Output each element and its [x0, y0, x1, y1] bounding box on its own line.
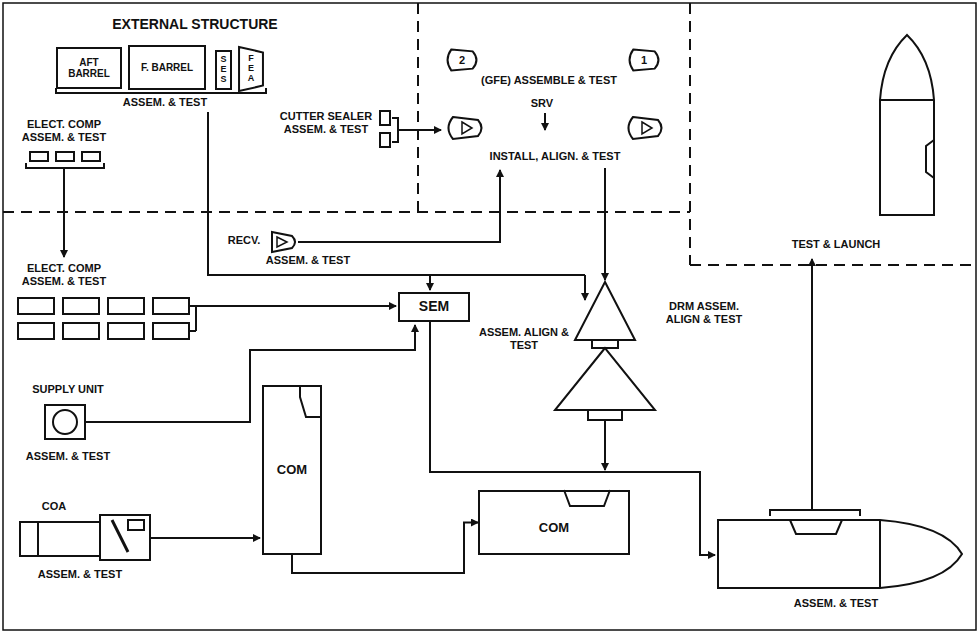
structure-section: FEA — [238, 46, 264, 92]
missile-vertical — [880, 35, 934, 215]
frame — [3, 3, 976, 630]
assembly-box: SES — [215, 50, 232, 90]
node-label: 2 — [459, 54, 465, 66]
assembly-box: SEM — [398, 292, 470, 322]
caption-label: ASSEM. & TEST — [12, 450, 124, 463]
node-label: FEA — [247, 54, 256, 84]
missile-horizontal — [718, 520, 962, 588]
caption-label: SRV — [522, 97, 562, 110]
srv-icon — [449, 117, 662, 139]
assembly-box: F. BARREL — [128, 45, 206, 90]
caption-label: COA — [32, 500, 76, 513]
caption-label: TEST & LAUNCH — [758, 238, 914, 251]
caption-label: INSTALL, ALIGN. & TEST — [440, 150, 670, 163]
node-label: AFT BARREL — [58, 57, 120, 79]
caption-label: (GFE) ASSEMBLE & TEST — [438, 74, 660, 87]
caption-label: ASSEM. ALIGN & TEST — [476, 326, 572, 352]
assembly-box: COM — [262, 385, 322, 555]
caption-label: DRM ASSEM. ALIGN & TEST — [656, 300, 752, 326]
region-dashes — [3, 3, 976, 265]
component-box — [30, 152, 48, 161]
node-label: SES — [219, 55, 228, 85]
recv-icon — [272, 232, 295, 252]
assembly-box: COM — [478, 490, 630, 555]
node-label: COM — [539, 521, 569, 535]
flow-line — [208, 112, 585, 275]
caption-label: SUPPLY UNIT — [12, 383, 124, 396]
node-label: F. BARREL — [141, 62, 193, 73]
node-label: SEM — [419, 299, 449, 314]
caption-label: ELECT. COMP ASSEM. & TEST — [12, 118, 116, 144]
assembly-box: AFT BARREL — [56, 47, 122, 89]
caption-label: CUTTER SEALER ASSEM. & TEST — [276, 110, 376, 136]
caption-label: EXTERNAL STRUCTURE — [88, 16, 302, 33]
caption-label: ASSEM. & TEST — [12, 568, 148, 581]
srv-cone-icon: 1 — [625, 48, 663, 72]
component-grid — [18, 298, 189, 339]
supply-unit-icon — [45, 405, 85, 439]
caption-label: ELECT. COMP ASSEM. & TEST — [12, 262, 116, 288]
caption-label: RECV. — [220, 234, 268, 247]
coa-illustration — [20, 515, 150, 560]
node-label: 1 — [641, 54, 647, 66]
component-box — [380, 111, 390, 125]
node-label: COM — [277, 463, 307, 477]
caption-label: ASSEM. & TEST — [256, 254, 360, 267]
caption-label: ASSEM. & TEST — [95, 96, 235, 109]
caption-label: ASSEM. & TEST — [758, 597, 914, 610]
srv-cone-icon: 2 — [443, 48, 481, 72]
